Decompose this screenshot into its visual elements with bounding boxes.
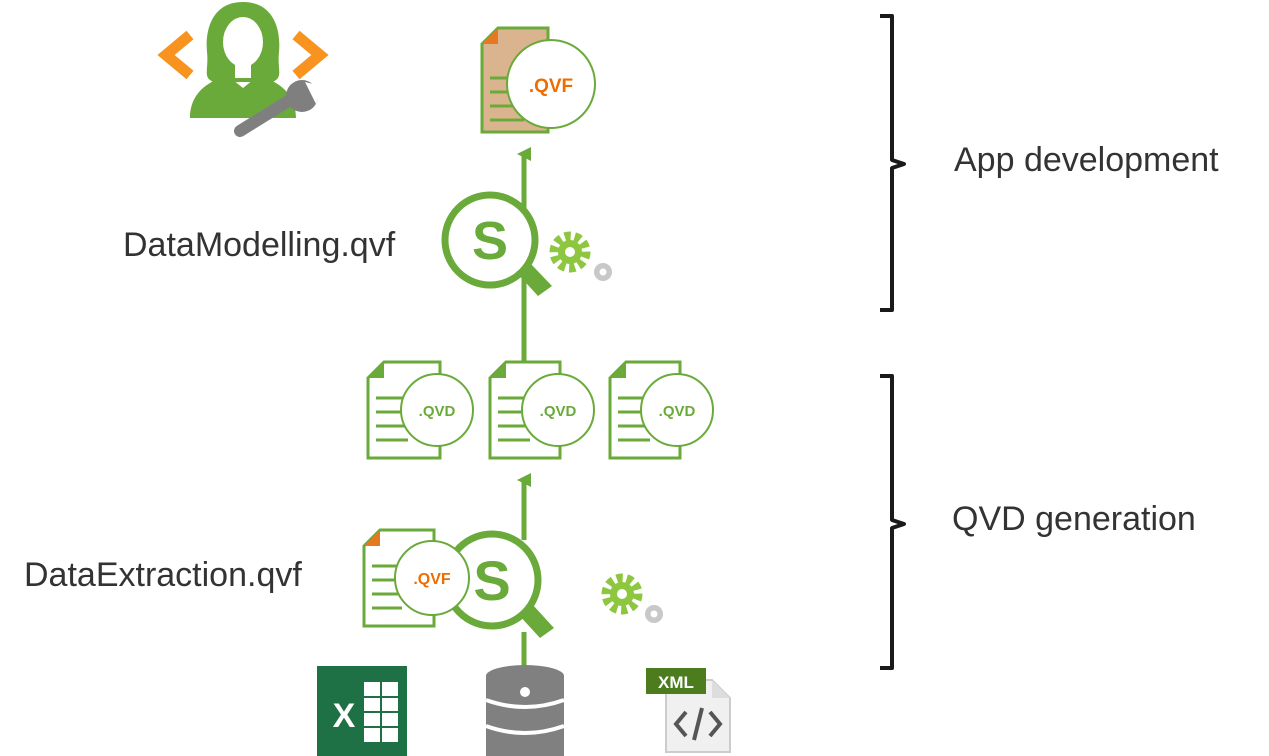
qlik-sense-icon: S — [441, 191, 552, 296]
wrench-icon — [234, 80, 322, 137]
gears-icon — [549, 231, 612, 281]
app-development-bracket — [880, 14, 906, 312]
gears-icon — [601, 573, 663, 623]
xml-badge: XML — [658, 673, 694, 692]
app-development-label: App development — [954, 141, 1219, 179]
database-icon — [485, 665, 565, 756]
qvd-badge-3: .QVD — [659, 403, 696, 420]
qvd-file-icon: .QVD — [488, 360, 595, 460]
qvd-file-icon: .QVD — [608, 360, 714, 460]
qvf-badge-extraction: .QVF — [413, 571, 451, 588]
data-extraction-label: DataExtraction.qvf — [24, 556, 302, 594]
qvf-file-icon: .QVF — [362, 528, 470, 628]
qvd-generation-label: QVD generation — [952, 500, 1196, 538]
data-modelling-label: DataModelling.qvf — [123, 226, 396, 264]
excel-icon: X — [317, 666, 407, 756]
qvd-generation-bracket — [880, 374, 906, 670]
qvf-file-icon: .QVF — [480, 26, 596, 134]
qlik-letter: S — [472, 211, 508, 271]
qvd-badge-1: .QVD — [419, 403, 456, 420]
qvf-badge: .QVF — [529, 76, 573, 97]
excel-letter: X — [333, 697, 356, 735]
qlik-letter-extraction: S — [473, 549, 510, 612]
qvd-file-icon: .QVD — [366, 360, 474, 460]
xml-file-icon: XML — [646, 668, 731, 753]
qvd-badge-2: .QVD — [540, 403, 577, 420]
